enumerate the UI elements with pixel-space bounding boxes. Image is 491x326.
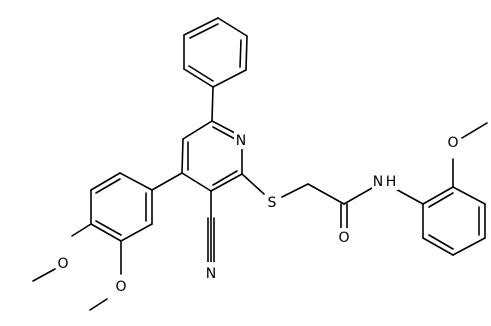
bond xyxy=(95,220,122,236)
bond xyxy=(182,120,213,140)
bond xyxy=(181,172,212,192)
pyridine-nitrogen-atom: N xyxy=(234,131,248,149)
bond xyxy=(89,298,108,311)
bond xyxy=(95,178,121,194)
bond xyxy=(307,183,345,205)
bond xyxy=(241,173,265,195)
bond xyxy=(452,237,486,256)
bond xyxy=(183,17,219,36)
thioether-sulfur-label: S xyxy=(268,195,277,211)
bond xyxy=(90,172,121,191)
bond xyxy=(217,17,248,37)
anilide-methoxy-oxygen-label: O xyxy=(447,135,458,151)
bond xyxy=(343,187,373,205)
bond xyxy=(183,68,214,88)
bond xyxy=(211,86,214,122)
bond xyxy=(210,173,243,192)
bond xyxy=(452,186,486,205)
bond-layer xyxy=(32,17,488,311)
carbonyl-oxygen-label: O xyxy=(338,230,349,246)
bond xyxy=(188,65,214,82)
anilide-methoxy-oxygen-atom: O xyxy=(446,133,460,151)
bond xyxy=(281,183,309,198)
dimethoxy-lower-oxygen-label: O xyxy=(115,279,126,295)
dimethoxy-lower-oxygen-atom: O xyxy=(114,277,128,295)
amide-nh-atom: N H xyxy=(372,172,398,190)
bond xyxy=(212,69,247,88)
pyridine-nitrogen-label: N xyxy=(236,133,246,149)
bond xyxy=(90,223,122,242)
nitrile-nitrogen-atom: N xyxy=(204,262,218,282)
amide-nitrogen-label: N xyxy=(373,174,383,190)
atom-label-layer: N S N O N H O O O xyxy=(56,131,460,295)
dimethoxy-upper-oxygen-atom: O xyxy=(56,254,70,272)
bond xyxy=(239,39,242,68)
bond xyxy=(422,186,454,205)
bond xyxy=(151,172,183,191)
bond xyxy=(461,122,488,139)
bond xyxy=(119,172,153,191)
bond xyxy=(181,138,184,174)
thioether-sulfur-atom: S xyxy=(265,193,279,211)
bond xyxy=(428,192,454,208)
dimethoxy-upper-oxygen-label: O xyxy=(57,256,68,272)
bond xyxy=(32,268,56,282)
bond xyxy=(422,237,454,256)
carbonyl-oxygen-atom: O xyxy=(337,228,351,246)
nitrile-nitrogen-label: N xyxy=(206,266,216,282)
bond xyxy=(189,23,219,39)
bond xyxy=(211,120,238,135)
amide-hydrogen-label: H xyxy=(386,174,397,190)
bond xyxy=(212,126,236,140)
bond xyxy=(212,170,238,186)
bond xyxy=(245,35,248,71)
bond xyxy=(71,223,92,237)
bond xyxy=(120,223,153,242)
bond xyxy=(428,234,454,250)
